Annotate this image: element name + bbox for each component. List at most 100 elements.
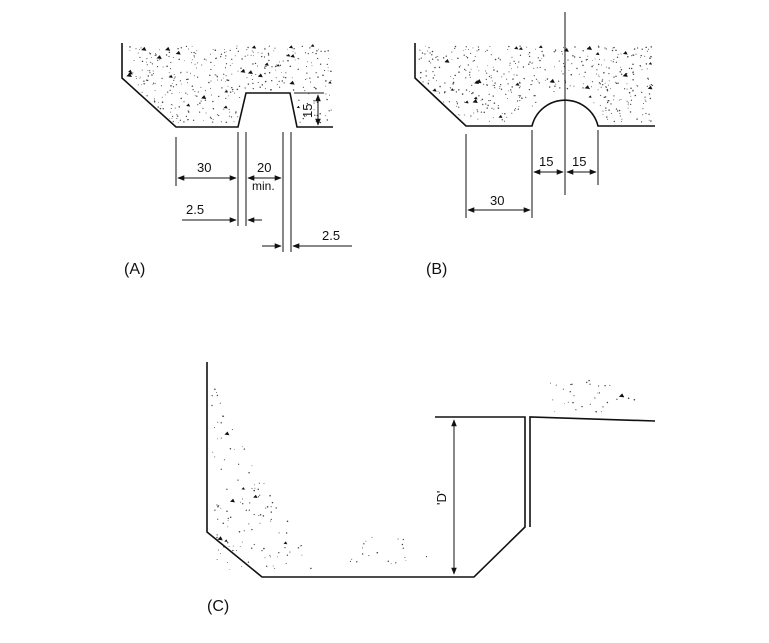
aggregate-dot — [274, 65, 277, 68]
dim-a-depth-label: 15 — [300, 104, 315, 118]
aggregate-dot — [619, 71, 621, 73]
aggregate-dot — [356, 561, 358, 563]
aggregate-dot — [568, 69, 570, 71]
aggregate-dot — [251, 78, 253, 80]
aggregate-dot — [176, 117, 178, 119]
aggregate-dot — [620, 53, 622, 55]
aggregate-dot — [304, 52, 307, 54]
aggregate-dot — [191, 59, 193, 61]
aggregate-dot — [428, 79, 430, 81]
aggregate-dot — [327, 50, 329, 52]
aggregate-dot — [598, 392, 600, 394]
aggregate-dot — [180, 47, 183, 49]
aggregate-dot — [218, 114, 220, 117]
aggregate-dot — [483, 83, 485, 85]
aggregate-dot — [304, 90, 306, 92]
dim-a-outer-label: 30 — [197, 160, 211, 175]
aggregate-dot — [269, 554, 271, 556]
aggregate-dot — [533, 95, 535, 97]
aggregate-dot — [528, 55, 531, 58]
aggregate-dot — [509, 89, 512, 91]
aggregate-dot — [422, 81, 424, 83]
aggregate-dot — [139, 56, 141, 58]
aggregate-dot — [586, 58, 588, 60]
aggregate-dot — [529, 61, 531, 63]
aggregate-dot — [272, 565, 274, 567]
aggregate-dot — [211, 404, 213, 407]
aggregate-dot — [401, 543, 404, 546]
aggregate-dot — [220, 56, 222, 58]
aggregate-dot — [264, 48, 266, 50]
aggregate-dot — [578, 73, 580, 75]
aggregate-dot — [639, 65, 641, 67]
aggregate-dot — [511, 68, 512, 70]
aggregate-dot — [458, 89, 460, 91]
aggregate-dot — [308, 93, 310, 95]
aggregate-dot — [480, 111, 483, 113]
aggregate-dot — [232, 545, 234, 547]
aggregate-dot — [601, 64, 602, 66]
aggregate-dot — [505, 93, 507, 95]
aggregate-stone — [288, 45, 294, 49]
aggregate-dot — [231, 63, 233, 64]
aggregate-dot — [149, 70, 151, 72]
aggregate-dot — [217, 518, 219, 520]
aggregate-dot — [519, 86, 521, 88]
aggregate-dot — [604, 96, 607, 98]
aggregate-stone — [515, 82, 520, 86]
aggregate-dot — [267, 52, 270, 55]
aggregate-dot — [328, 94, 330, 96]
aggregate-dot — [160, 85, 163, 87]
aggregate-dot — [387, 560, 390, 563]
aggregate-dot — [251, 50, 253, 52]
aggregate-dot — [627, 56, 629, 58]
aggregate-dot — [268, 59, 270, 62]
aggregate-dot — [146, 79, 149, 82]
aggregate-dot — [598, 58, 601, 60]
panel-a-profile — [121, 43, 333, 128]
aggregate-dot — [630, 67, 633, 70]
aggregate-dot — [598, 46, 600, 48]
aggregate-dot — [199, 102, 201, 104]
aggregate-dot — [294, 52, 296, 54]
aggregate-dot — [173, 79, 175, 81]
aggregate-dot — [270, 511, 273, 513]
aggregate-dot — [430, 62, 432, 64]
aggregate-dot — [425, 75, 427, 77]
aggregate-dot — [220, 507, 222, 509]
aggregate-dot — [139, 76, 141, 78]
aggregate-dot — [501, 76, 503, 78]
aggregate-dot — [187, 111, 190, 113]
aggregate-dot — [516, 100, 519, 102]
aggregate-dot — [236, 88, 239, 91]
dim-a-right-clear-label: 2.5 — [322, 228, 340, 243]
aggregate-dot — [192, 88, 194, 91]
aggregate-dot — [636, 47, 639, 49]
aggregate-dot — [135, 48, 137, 50]
aggregate-dot — [265, 507, 267, 509]
aggregate-dot — [271, 66, 273, 68]
aggregate-dot — [251, 487, 253, 490]
aggregate-dot — [229, 115, 231, 117]
aggregate-stone — [518, 47, 523, 51]
aggregate-dot — [610, 60, 612, 62]
aggregate-dot — [574, 46, 576, 48]
aggregate-dot — [604, 82, 606, 84]
aggregate-dot — [157, 59, 159, 62]
aggregate-dot — [489, 99, 492, 102]
aggregate-dot — [330, 109, 332, 111]
aggregate-dot — [310, 567, 312, 570]
aggregate-dot — [241, 445, 243, 447]
aggregate-dot — [452, 83, 454, 85]
aggregate-dot — [223, 48, 225, 50]
aggregate-dot — [489, 46, 491, 48]
aggregate-dot — [463, 114, 465, 116]
aggregate-dot — [457, 57, 459, 60]
aggregate-dot — [226, 79, 229, 81]
aggregate-dot — [597, 89, 599, 91]
aggregate-dot — [519, 45, 521, 47]
aggregate-dot — [327, 66, 329, 68]
aggregate-dot — [632, 90, 634, 92]
aggregate-dot — [493, 84, 495, 87]
aggregate-dot — [605, 107, 607, 109]
